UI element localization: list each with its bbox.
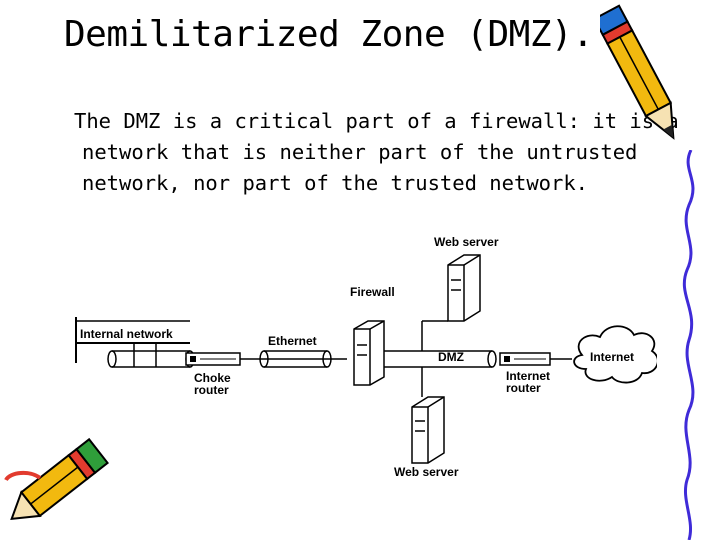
internal-network-label: Internal network [80, 327, 173, 341]
web-server-top-label: Web server [434, 235, 499, 249]
dmz-label: DMZ [438, 350, 464, 364]
ethernet-tube [264, 350, 327, 368]
slide-body-text: The DMZ is a critical part of a firewall… [74, 106, 679, 199]
dmz-tube [384, 350, 492, 368]
pencil-icon [600, 4, 675, 140]
choke-router-label-1: Choke [194, 371, 231, 385]
firewall-label: Firewall [350, 285, 395, 299]
internet-cloud-icon [573, 325, 657, 384]
web-server-bottom-icon [411, 396, 445, 464]
pencil-icon [4, 437, 109, 521]
web-server-bottom-label: Web server [394, 465, 459, 479]
firewall-server-icon [353, 320, 385, 386]
body-line-2: network that is neither part of the untr… [82, 140, 638, 164]
choke-router-label-2: router [194, 383, 229, 397]
squiggle-border [682, 150, 695, 540]
dmz-network-diagram: Internal network Choke router Ethernet F… [72, 225, 657, 480]
body-line-3: network, nor part of the trusted network… [82, 171, 589, 195]
body-line-1: The DMZ is a critical part of a firewall… [74, 109, 679, 133]
ethernet-label: Ethernet [268, 334, 317, 348]
internet-router-label-2: router [506, 381, 541, 395]
internal-tube [112, 350, 190, 368]
internet-label: Internet [590, 350, 634, 364]
slide-title: Demilitarized Zone (DMZ). [64, 14, 594, 55]
internet-router-label-1: Internet [506, 369, 550, 383]
internet-router-icon [499, 352, 551, 366]
choke-router-icon [185, 352, 241, 366]
web-server-top-icon [447, 254, 481, 322]
